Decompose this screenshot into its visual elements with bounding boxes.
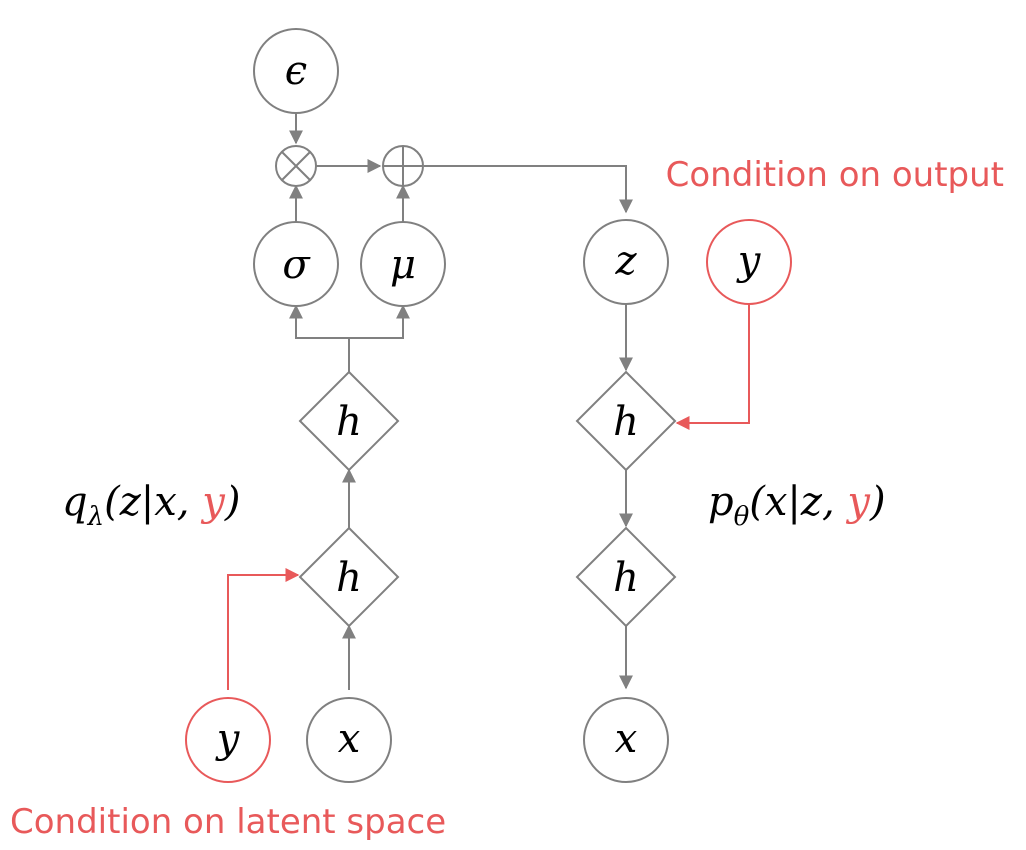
decoder-h-top-node: h [575, 370, 677, 472]
decoder-formula-args: (x|z, [749, 479, 847, 525]
sigma-label: σ [282, 242, 311, 288]
encoder-h-bottom-label: h [336, 555, 362, 601]
mu-node: μ [360, 221, 446, 307]
decoder-cond-y-label: y [736, 238, 762, 284]
encoder-formula-close: ) [224, 479, 241, 525]
encoder-formula-q: q [62, 479, 88, 525]
decoder-caption: Condition on output [666, 155, 1004, 195]
encoder-h-top-label: h [336, 399, 362, 445]
edge-h-to-mu [349, 304, 410, 339]
encoder-input-y-node: y [185, 697, 271, 783]
decoder-output-x-label: x [615, 716, 638, 762]
encoder-formula-cond: y [200, 479, 226, 525]
epsilon-node: ϵ [253, 28, 339, 114]
decoder-formula-close: ) [869, 479, 886, 525]
edge-y-to-h-bottom [227, 568, 300, 690]
decoder-formula: pθ(x|z, y) [708, 479, 886, 532]
encoder-formula: qλ(z|x, y) [62, 479, 240, 532]
encoder-h-bottom-node: h [298, 526, 400, 628]
decoder-cond-y-node: y [706, 219, 792, 305]
decoder-h-top-label: h [613, 399, 639, 445]
decoder-formula-cond: y [845, 479, 871, 525]
edge-add-to-z [424, 165, 633, 214]
mu-label: μ [390, 242, 416, 288]
epsilon-label: ϵ [285, 48, 307, 94]
decoder-output-x-node: x [583, 697, 669, 783]
z-label: z [614, 238, 637, 284]
sigma-node: σ [253, 221, 339, 307]
encoder-caption: Condition on latent space [10, 802, 446, 842]
z-node: z [583, 219, 669, 305]
encoder-input-y-label: y [215, 716, 241, 762]
encoder-input-x-label: x [338, 716, 361, 762]
encoder-h-top-node: h [298, 370, 400, 472]
encoder-formula-sub: λ [87, 502, 104, 532]
encoder-input-x-node: x [306, 697, 392, 783]
decoder-formula-p: p [708, 479, 734, 525]
edge-y-to-h-top [675, 304, 750, 430]
add-operator [382, 145, 424, 187]
decoder-formula-sub: θ [734, 502, 750, 532]
decoder-h-bottom-node: h [575, 526, 677, 628]
decoder-h-bottom-label: h [613, 555, 639, 601]
edge-h-to-sigma [289, 304, 350, 372]
multiply-operator [275, 145, 317, 187]
encoder-formula-args: (z|x, [104, 479, 202, 525]
